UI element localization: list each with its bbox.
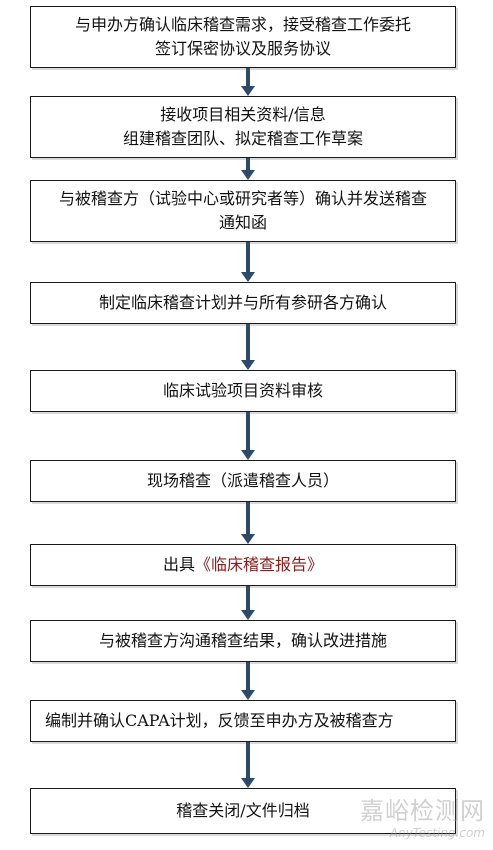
step-4-box: 制定临床稽查计划并与所有参研各方确认 <box>30 282 456 324</box>
step-5-line-1: 临床试验项目资料审核 <box>162 381 323 400</box>
step-10-box: 稽查关闭/文件归档 <box>30 788 456 834</box>
step-4-line-1: 制定临床稽查计划并与所有参研各方确认 <box>98 293 387 312</box>
arrow-9 <box>241 742 255 788</box>
step-2-box: 接收项目相关资料/信息 组建稽查团队、拟定稽查工作草案 <box>30 96 456 158</box>
step-7-box: 出具《临床稽查报告》 <box>30 544 456 586</box>
arrow-4 <box>241 324 255 370</box>
arrow-8 <box>241 662 255 700</box>
step-9-box: 编制并确认CAPA计划，反馈至申办方及被稽查方 <box>30 700 456 742</box>
step-8-line-1: 与被稽查方沟通稽查结果，确认改进措施 <box>98 631 387 650</box>
arrow-1 <box>241 68 255 96</box>
step-6-box: 现场稽查（派遣稽查人员） <box>30 460 456 502</box>
arrow-5 <box>241 412 255 460</box>
step-3-line-1: 与被稽查方（试验中心或研究者等）确认并发送稽查 <box>58 189 427 208</box>
step-1-line-2: 签订保密协议及服务协议 <box>154 39 331 58</box>
step-1-box: 与申办方确认临床稽查需求，接受稽查工作委托 签订保密协议及服务协议 <box>30 6 456 68</box>
step-5-box: 临床试验项目资料审核 <box>30 370 456 412</box>
step-3-box: 与被稽查方（试验中心或研究者等）确认并发送稽查 通知函 <box>30 180 456 242</box>
arrow-6 <box>241 502 255 544</box>
step-2-line-2: 组建稽查团队、拟定稽查工作草案 <box>122 129 363 148</box>
step-7-line-1: 出具《临床稽查报告》 <box>163 553 323 577</box>
step-6-line-1: 现场稽查（派遣稽查人员） <box>146 471 339 490</box>
arrow-3 <box>241 242 255 282</box>
step-1-line-1: 与申办方确认临床稽查需求，接受稽查工作委托 <box>74 15 411 34</box>
step-8-box: 与被稽查方沟通稽查结果，确认改进措施 <box>30 620 456 662</box>
step-10-line-1: 稽查关闭/文件归档 <box>176 801 310 820</box>
arrow-2 <box>241 158 255 180</box>
report-title: 《临床稽查报告》 <box>195 555 324 574</box>
arrow-7 <box>241 586 255 620</box>
step-9-line-1: 编制并确认CAPA计划，反馈至申办方及被稽查方 <box>45 711 394 730</box>
step-7-prefix: 出具 <box>162 555 195 574</box>
step-2-line-1: 接收项目相关资料/信息 <box>160 105 326 124</box>
step-3-line-2: 通知函 <box>218 213 267 232</box>
